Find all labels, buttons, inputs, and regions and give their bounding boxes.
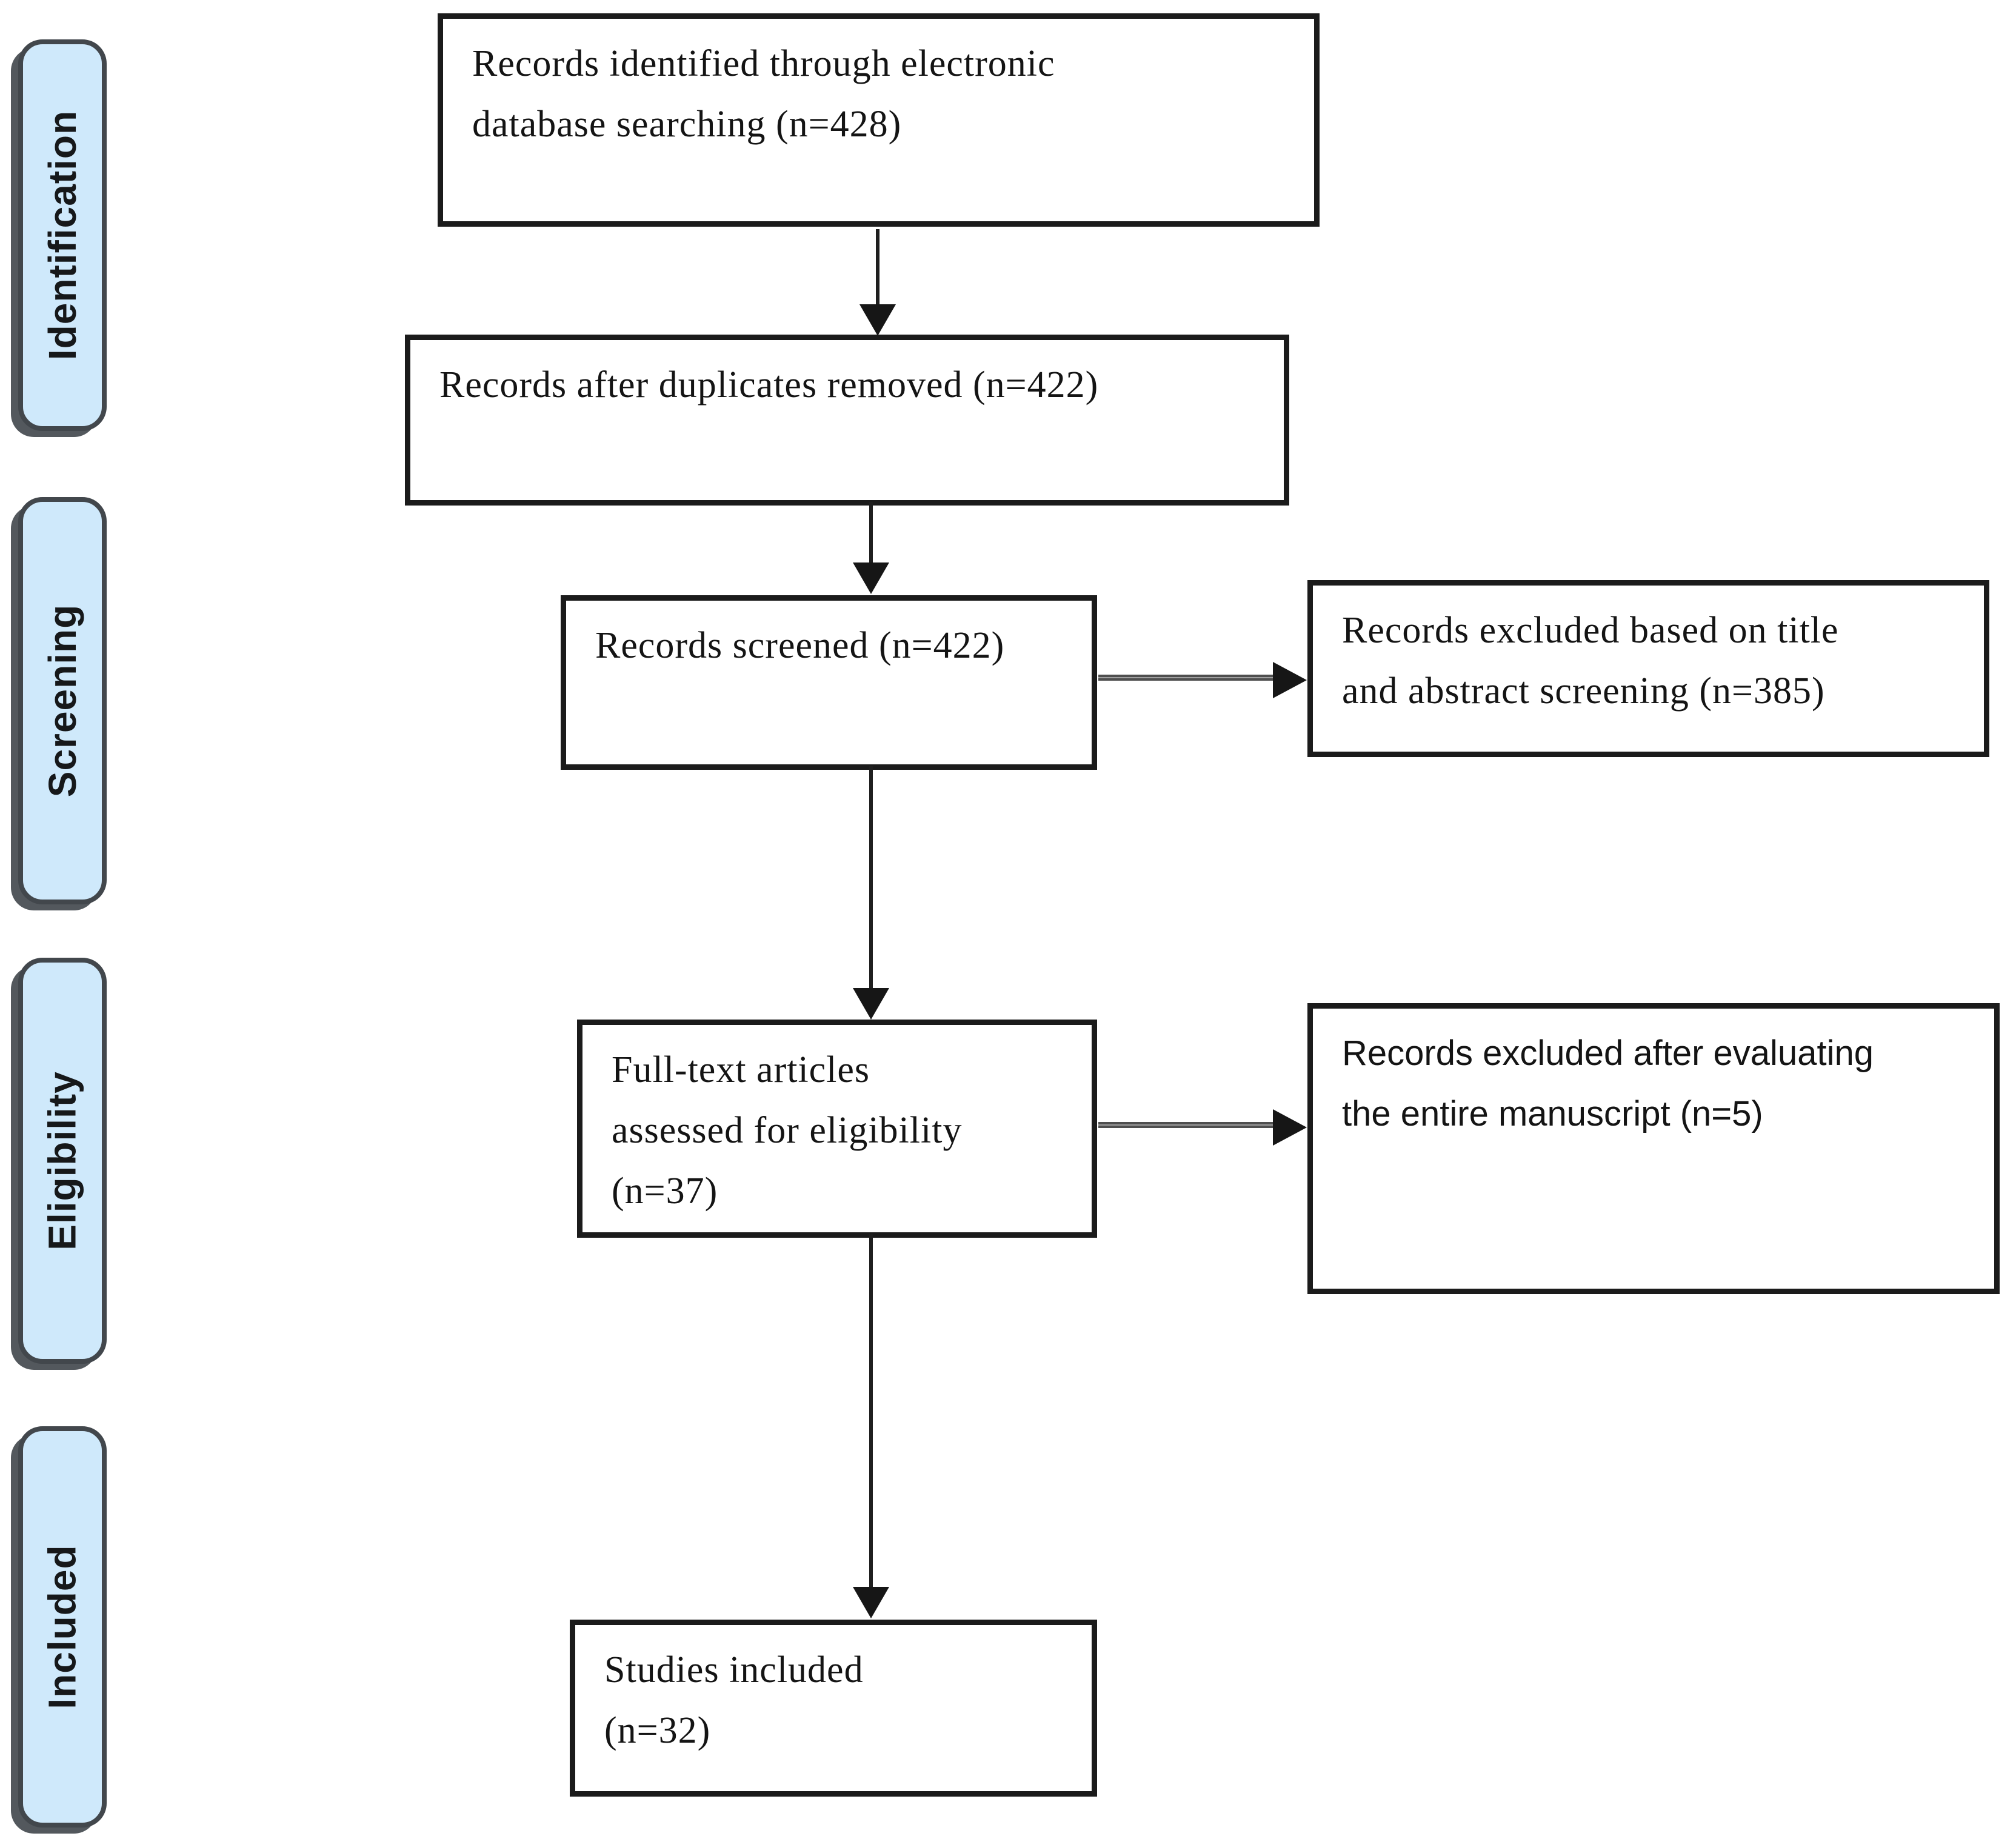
arrowhead-right-icon [1273, 662, 1307, 698]
arrow-screened-to-fulltext [869, 766, 873, 992]
stage-label-identification: Identification [18, 39, 107, 431]
box-records-screened: Records screened (n=422) [561, 595, 1097, 770]
arrowhead-down-icon [853, 988, 889, 1020]
box-excluded-title-abstract: Records excluded based on title and abst… [1307, 580, 1989, 757]
box-text-line: Records excluded based on title [1342, 610, 1839, 651]
box-text-line: the entire manuscript (n=5) [1342, 1094, 1763, 1133]
box-text-line: and abstract screening (n=385) [1342, 670, 1825, 712]
box-records-after-duplicates: Records after duplicates removed (n=422) [405, 335, 1289, 506]
box-text-line: database searching (n=428) [472, 104, 902, 145]
box-records-identified: Records identified through electronic da… [438, 13, 1320, 227]
arrowhead-down-icon [853, 562, 889, 594]
box-text-line: (n=32) [604, 1710, 711, 1751]
arrow-fulltext-to-excluded [1098, 1122, 1275, 1128]
stage-label-text: Included [41, 1544, 84, 1709]
stage-label-included: Included [18, 1426, 107, 1828]
stage-label-text: Screening [41, 604, 84, 798]
stage-label-eligibility: Eligibility [18, 958, 107, 1364]
box-text-line: Records identified through electronic [472, 43, 1055, 84]
arrow-duplicates-to-screened [869, 502, 873, 565]
arrow-screened-to-excluded [1098, 675, 1275, 681]
box-text-line: assessed for eligibility [612, 1110, 963, 1151]
box-excluded-fulltext: Records excluded after evaluating the en… [1307, 1003, 2000, 1294]
box-text-line: Full-text articles [612, 1049, 870, 1090]
arrowhead-down-icon [853, 1587, 889, 1618]
box-text-line: Records screened (n=422) [595, 625, 1005, 666]
arrow-fulltext-to-included [869, 1234, 873, 1591]
box-text-line: (n=37) [612, 1170, 718, 1212]
box-text-line: Records excluded after evaluating [1342, 1033, 1874, 1073]
box-text-line: Records after duplicates removed (n=422) [439, 364, 1099, 406]
box-studies-included: Studies included (n=32) [570, 1620, 1097, 1797]
arrowhead-down-icon [859, 304, 896, 336]
arrowhead-right-icon [1273, 1109, 1307, 1146]
stage-label-text: Eligibility [41, 1071, 84, 1250]
stage-label-screening: Screening [18, 497, 107, 904]
box-text-line: Studies included [604, 1649, 864, 1691]
stage-label-text: Identification [41, 110, 84, 361]
box-fulltext-assessed: Full-text articles assessed for eligibil… [577, 1020, 1097, 1238]
arrow-identified-to-duplicates [876, 229, 879, 307]
